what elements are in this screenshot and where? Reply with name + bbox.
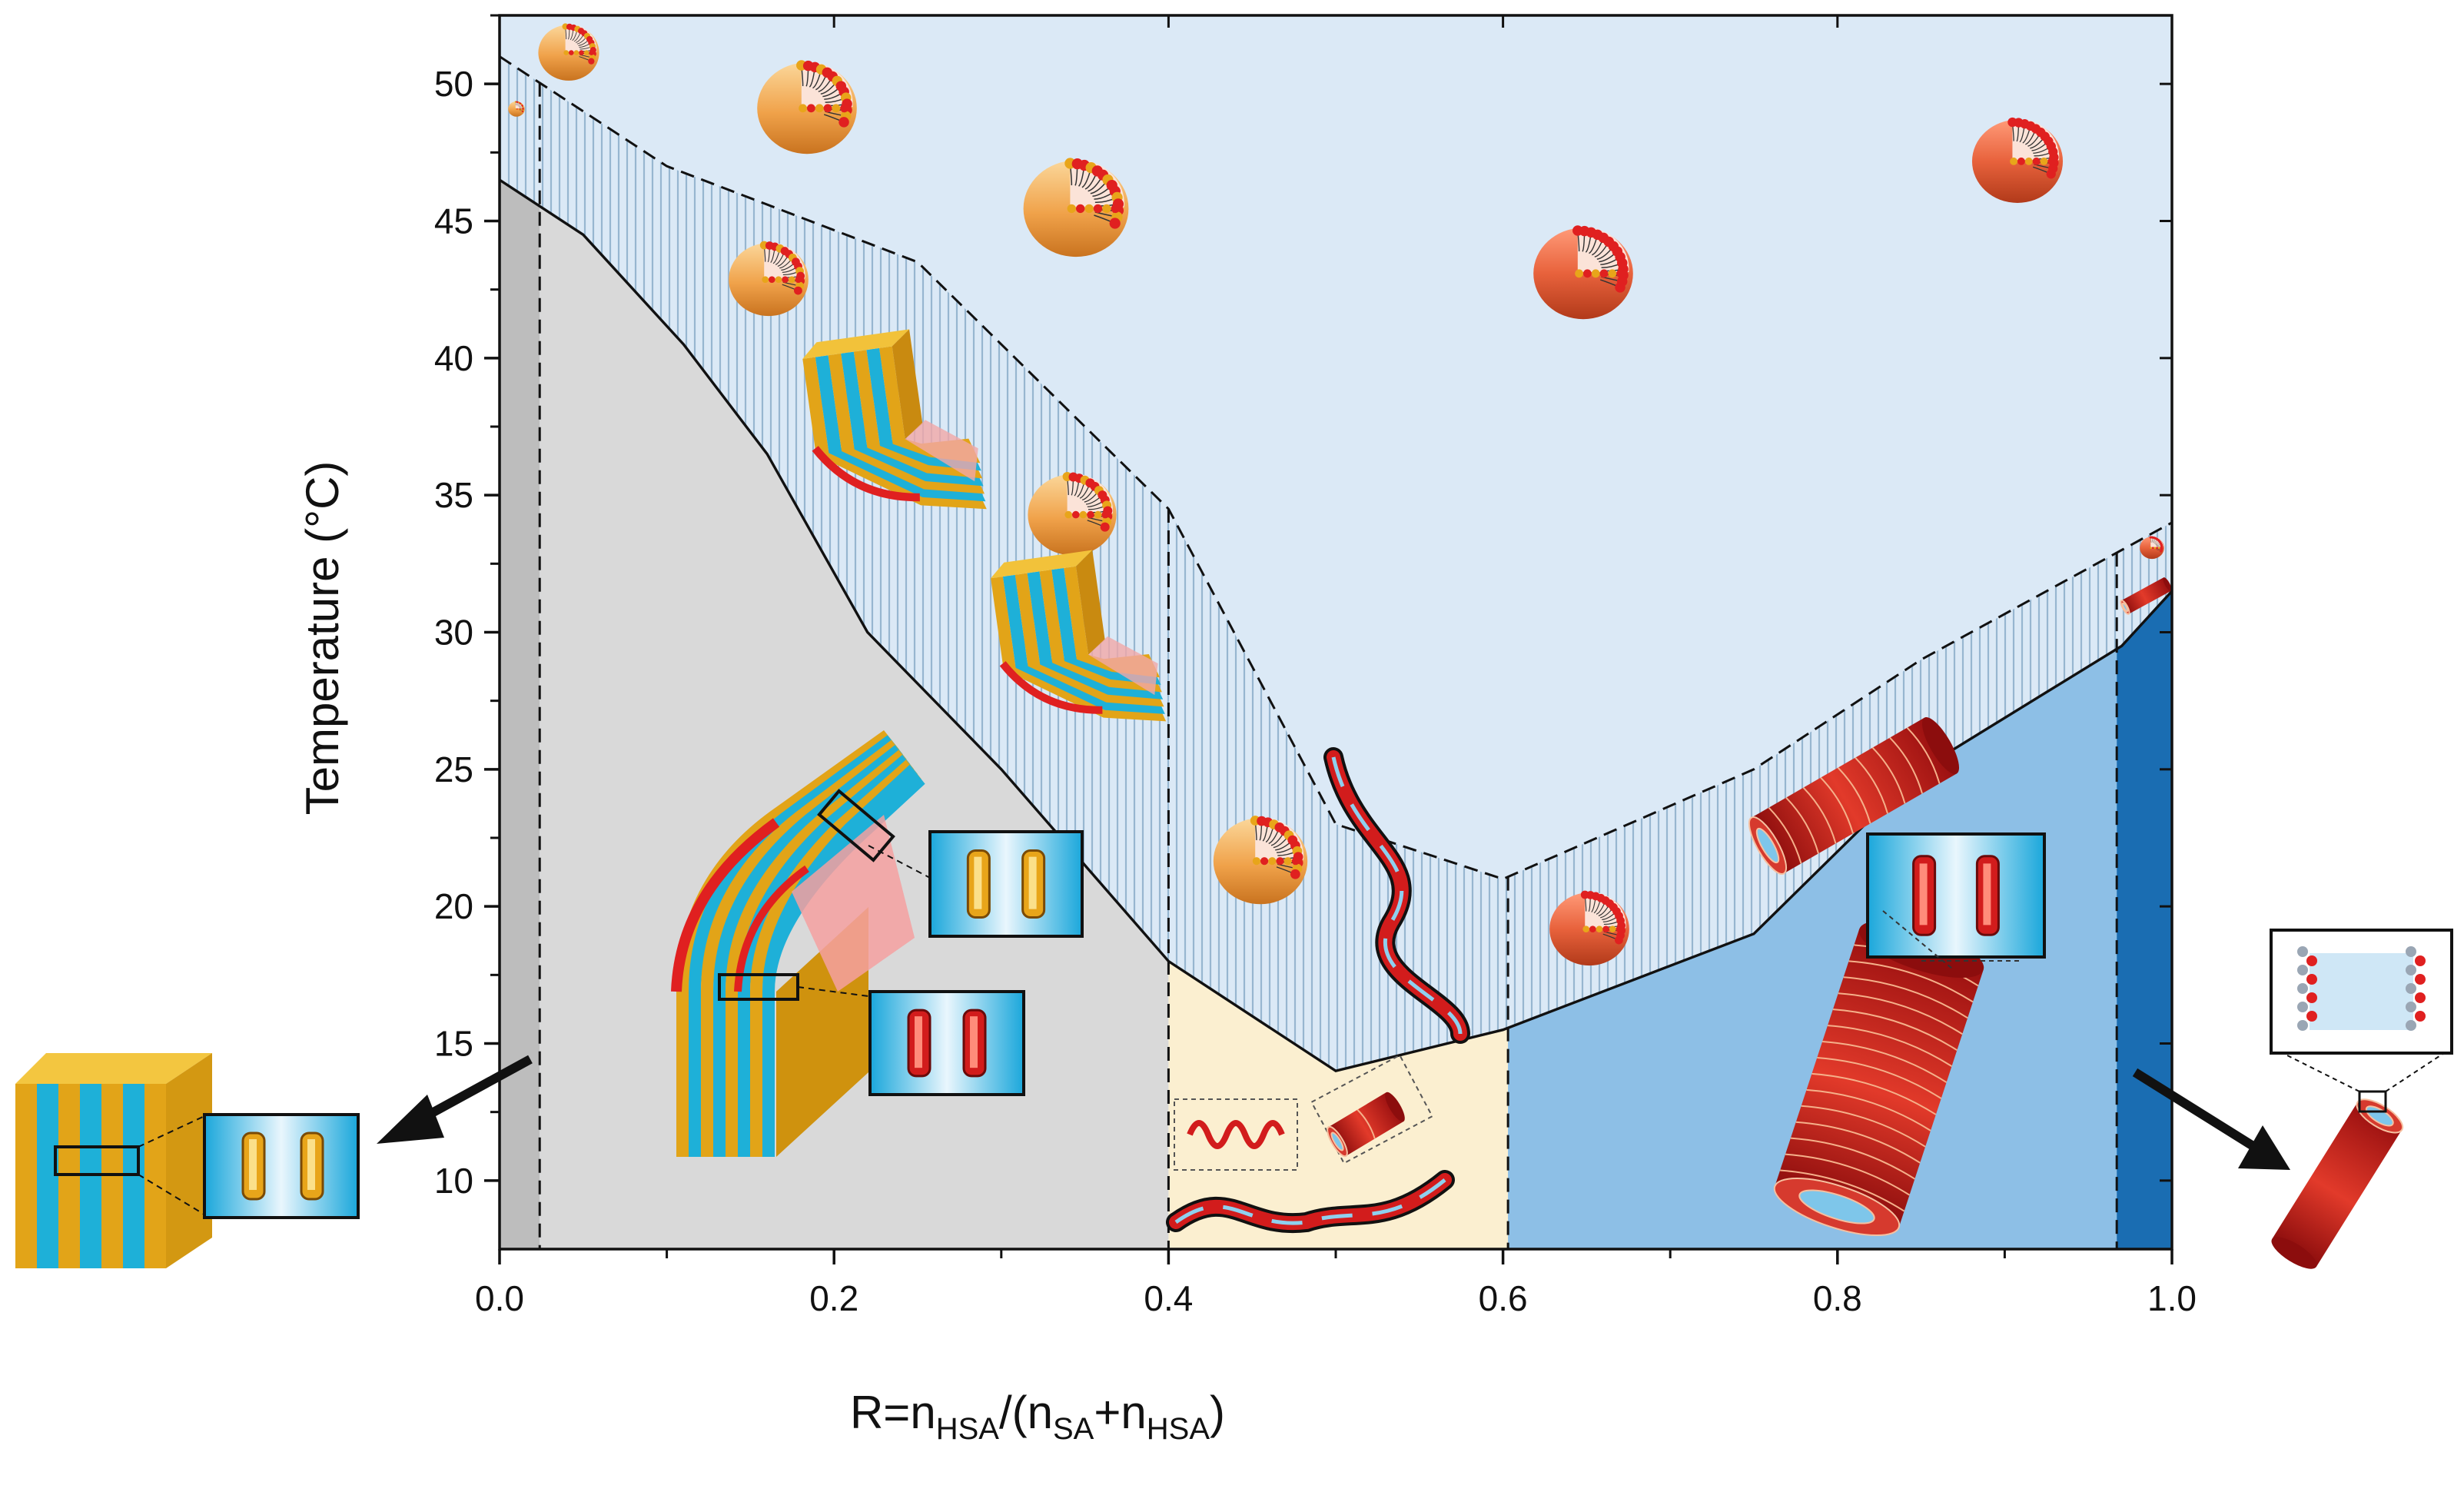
tube-icon [1748,717,1960,875]
y-tick-label: 25 [434,749,473,789]
pure-sa-lamellar-block-icon [15,1053,212,1268]
lamellar-inset-box [868,990,1025,1096]
arrow-left [413,1055,533,1127]
vesicle-icon [1549,890,1629,966]
x-axis-label-part: +n [1094,1387,1146,1438]
tube-inset-box [1866,832,2046,959]
vesicle-icon [1971,117,2064,203]
x-axis-label-subscript: HSA [936,1412,1000,1446]
vesicle-icon [1023,158,1129,258]
y-tick-label: 10 [434,1161,473,1201]
y-tick-label: 45 [434,201,473,241]
lamellar-stack-large-icon [671,730,931,1157]
pure-component-illustrations [15,929,2453,1269]
x-axis-label-part: R=n [850,1387,936,1438]
x-tick-label: 0.0 [475,1278,524,1318]
x-axis-label-part: ) [1210,1387,1225,1438]
x-tick-label: 0.4 [1144,1278,1193,1318]
vesicle-icon [538,23,599,81]
lamellar-inset-box [928,830,1084,938]
vesicle-icon [2140,536,2164,560]
region-pure-hsa [2117,591,2172,1249]
x-axis-label-part: /(n [999,1387,1053,1438]
x-tick-label: 1.0 [2147,1278,2197,1318]
x-axis-label-subscript: HSA [1147,1412,1210,1446]
y-tick-label: 50 [434,64,473,104]
helix-inset-icon [1174,1054,1433,1171]
tube-icon [1327,1092,1405,1158]
vesicle-icon [757,60,857,155]
y-tick-label: 30 [434,613,473,653]
x-axis-label: R=nHSA/(nSA+nHSA) [850,1387,1225,1446]
pure-hsa-tube-icon [2271,1052,2445,1269]
helical-ribbon-icon [1323,747,1470,1044]
vesicle-icon [1028,472,1117,556]
boundary-dashed-line [500,55,2173,881]
x-tick-label: 0.2 [809,1278,858,1318]
x-tick-label: 0.8 [1813,1278,1862,1318]
region-helices [1168,961,1509,1249]
pure-hsa-inset-box [2270,929,2453,1055]
arrow-right [2132,1068,2255,1150]
arrow-left-head [377,1095,444,1144]
arrow-right-head [2238,1125,2290,1170]
x-axis-label-subscript: SA [1053,1412,1094,1446]
y-tick-label: 15 [434,1024,473,1064]
lamellar-stack-icon [991,550,1167,722]
tube-icon [2120,577,2172,615]
lamellar-stack-icon [802,329,987,510]
y-tick-label: 20 [434,886,473,926]
y-tick-label: 35 [434,475,473,515]
helical-ribbon-icon [1166,1170,1455,1234]
vesicle-icon [729,241,809,317]
y-tick-label: 40 [434,338,473,378]
y-axis-label: Temperature (°C) [297,461,348,816]
vesicle-icon [508,101,525,117]
pure-sa-inset-box [203,1113,360,1219]
region-tubes [1508,649,2117,1249]
vesicle-icon [1213,816,1308,905]
vesicle-icon [1533,225,1633,320]
plot-axes: 0.0 0.2 0.4 0.6 0.8 1.0 10 15 20 25 30 35 40 45 50 [434,14,2197,1318]
structure-illustrations [508,23,2172,1237]
x-tick-label: 0.6 [1479,1278,1528,1318]
region-pure-sa [500,180,540,1249]
